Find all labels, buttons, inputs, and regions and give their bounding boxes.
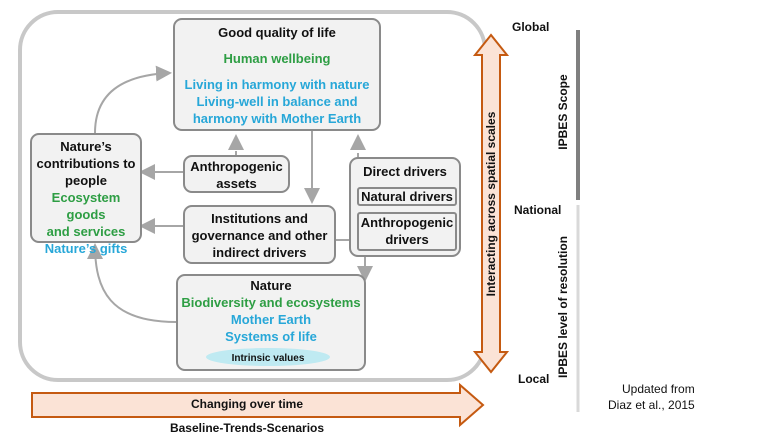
spatial-scales-label: Interacting across spatial scales <box>484 111 498 297</box>
institutions-box: Institutions and governance and other in… <box>183 205 336 264</box>
direct-drivers-title: Direct drivers <box>363 164 447 179</box>
services-label: and services <box>46 224 126 239</box>
institutions-label-1: Institutions and <box>211 211 308 226</box>
intrinsic-values-label: Intrinsic values <box>231 353 305 364</box>
ipbes-scope-label: IPBES Scope <box>556 74 570 150</box>
systems-of-life-label: Systems of life <box>225 329 317 344</box>
human-wellbeing-label: Human wellbeing <box>223 51 331 66</box>
anthropogenic-drivers-label-1: Anthropogenic <box>360 215 454 230</box>
institutions-label-3: indirect drivers <box>212 245 307 260</box>
anthropogenic-assets-box: Anthropogenic assets <box>183 155 290 193</box>
ecosystem-goods-label: Ecosystem goods <box>51 190 121 222</box>
changing-over-time-label: Changing over time <box>190 397 303 411</box>
global-label: Global <box>512 20 550 34</box>
contributions-box: Nature’s contributions to people Ecosyst… <box>30 133 142 256</box>
time-arrow <box>31 382 485 428</box>
quality-of-life-box: Good quality of life Human wellbeing Liv… <box>173 18 381 131</box>
assets-label-2: assets <box>216 176 257 191</box>
assets-label-1: Anthropogenic <box>190 159 283 174</box>
contributions-title-1: Nature’s <box>60 139 112 154</box>
natures-gifts-label: Nature’s gifts <box>44 241 128 256</box>
credit-line-2: Diaz et al., 2015 <box>608 398 695 412</box>
intrinsic-values-oval: Intrinsic values <box>206 348 330 366</box>
arrow-contributions-to-quality <box>94 65 172 134</box>
local-label: Local <box>518 372 550 386</box>
anthropogenic-drivers-label-2: drivers <box>385 232 429 247</box>
institutions-label-2: governance and other <box>191 228 328 243</box>
quality-of-life-title: Good quality of life <box>218 25 336 40</box>
spatial-scales-arrow <box>472 33 510 374</box>
ipbes-resolution-label: IPBES level of resolution <box>556 235 570 379</box>
mother-earth-label: Mother Earth <box>230 312 312 327</box>
natural-drivers-box: Natural drivers <box>357 187 457 206</box>
living-harmony-label: Living in harmony with nature <box>184 77 370 92</box>
contributions-title-3: people <box>65 173 107 188</box>
arrow-nature-to-contributions <box>87 243 177 323</box>
natural-drivers-label: Natural drivers <box>361 189 453 204</box>
contributions-title-2: contributions to <box>36 156 136 171</box>
national-label: National <box>514 203 562 217</box>
mother-earth-harmony-label: harmony with Mother Earth <box>192 111 362 126</box>
nature-title: Nature <box>250 278 292 293</box>
biodiversity-label: Biodiversity and ecosystems <box>181 295 361 310</box>
credit-line-1: Updated from <box>622 382 695 396</box>
baseline-trends-scenarios-label: Baseline-Trends-Scenarios <box>169 421 325 435</box>
anthropogenic-drivers-box: Anthropogenic drivers <box>357 212 457 251</box>
living-well-label: Living-well in balance and <box>196 94 358 109</box>
